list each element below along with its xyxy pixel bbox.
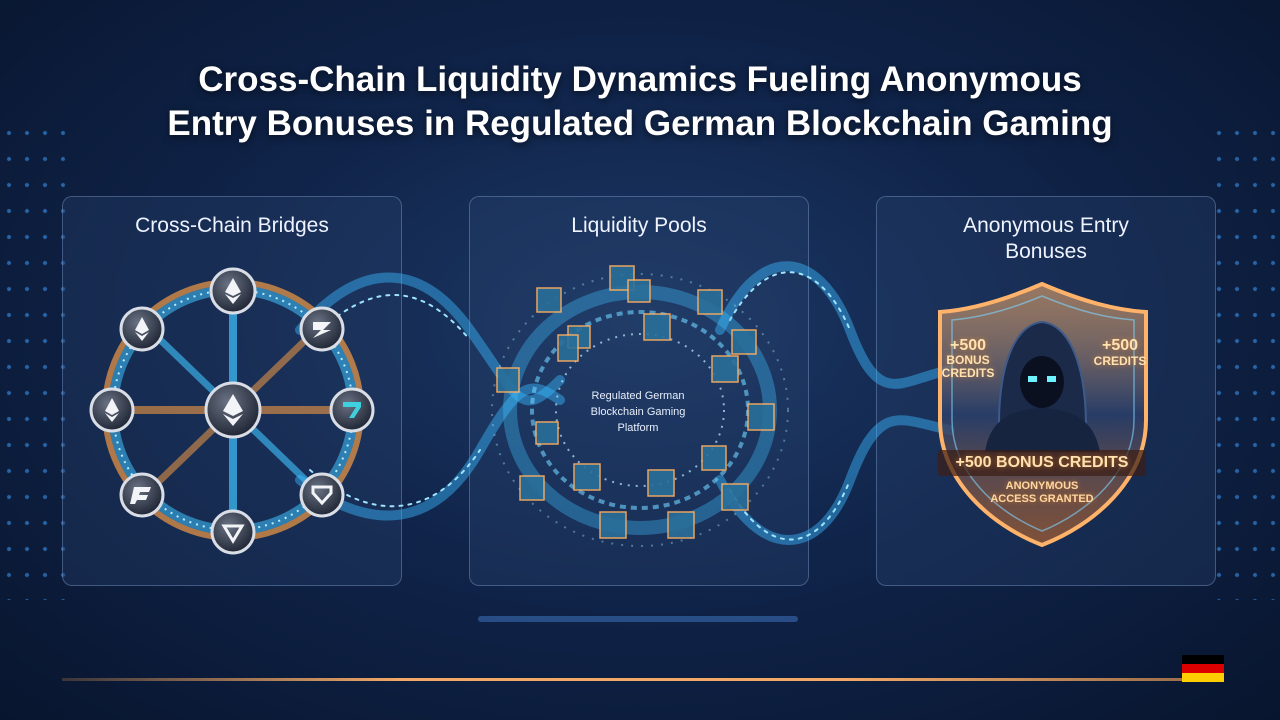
credits-label-right: CREDITS [1093,354,1147,368]
access-line-1: ANONYMOUS [1005,480,1079,492]
bridge-token-icon [299,306,345,352]
hooded-figure-icon [985,320,1100,452]
bridge-token-icon [299,472,345,518]
bonus-credits-banner: +500 BONUS CREDITS [938,450,1146,476]
bridge-token-nodes [89,267,375,555]
bonus-panel-title: Anonymous Entry Bonuses [877,213,1215,265]
baseline-divider [62,678,1182,681]
bonus-credit-badge-right: +500 CREDITS [1090,337,1150,368]
bridge-token-icon [119,472,165,518]
bonus-amount-right: +500 [1101,337,1139,354]
bridges-panel-title: Cross-Chain Bridges [135,214,329,237]
bonus-panel-title-line-1: Anonymous Entry [963,214,1129,237]
page-title: Cross-Chain Liquidity Dynamics Fueling A… [0,58,1280,146]
ethereum-icon [209,267,257,315]
access-line-2: ACCESS GRANTED [990,493,1094,505]
germany-flag-icon [1182,655,1224,682]
data-stream-pool-to-bonus [715,261,955,545]
bonus-credit-badge-left: +500 BONUS CREDITS [936,337,1000,380]
flag-stripe-gold [1182,673,1224,682]
bonus-amount-left: +500 [949,337,987,354]
ethereum-icon [89,387,135,433]
credits-label-left: CREDITS [941,366,995,380]
server-rack-left [0,120,70,600]
platform-label-line-2: Blockchain Gaming [590,406,686,418]
title-line-1: Cross-Chain Liquidity Dynamics Fueling A… [198,60,1082,99]
bridge-token-icon [329,387,375,433]
ethereum-icon [204,381,262,439]
platform-label-line-3: Platform [617,422,659,434]
bonus-label-left: BONUS [946,353,990,367]
flag-stripe-red [1182,664,1224,673]
access-granted-label: ANONYMOUS ACCESS GRANTED [968,480,1116,506]
floor-glow [478,616,798,622]
liquidity-panel-title: Liquidity Pools [571,214,707,237]
platform-label: Regulated German Blockchain Gaming Platf… [570,388,706,436]
flag-stripe-black [1182,655,1224,664]
bridge-token-icon [210,509,256,555]
title-line-2: Entry Bonuses in Regulated German Blockc… [167,104,1113,143]
bonus-panel-title-line-2: Bonuses [1005,240,1087,263]
server-rack-right [1210,120,1280,600]
platform-label-line-1: Regulated German [591,390,685,402]
ethereum-icon [119,306,165,352]
liquidity-cubes [496,265,775,539]
